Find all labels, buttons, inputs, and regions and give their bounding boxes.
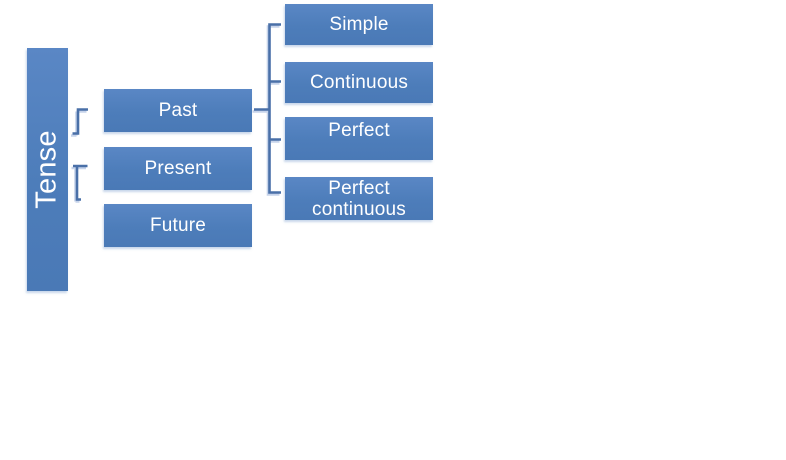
node-label: Tense [31,130,64,209]
node-perfect: Perfect [285,117,433,160]
node-future: Future [104,204,252,247]
node-simple: Simple [285,4,433,45]
connector-shadow [71,110,87,137]
node-label: Continuous [309,72,409,93]
node-label: Present [144,158,212,179]
connector-past-branches [254,23,281,194]
node-label: Future [149,215,207,236]
connector-tense-past [72,108,88,135]
node-perfect-continuous: Perfect continuous [285,177,433,220]
node-present: Present [104,147,252,190]
connector-shadow [252,25,280,196]
node-label: Simple [329,14,389,35]
node-label: Perfect continuous [312,178,406,220]
node-continuous: Continuous [285,62,433,103]
node-label: Past [158,100,198,121]
connector-shadow [71,166,86,203]
node-tense: Tense [27,48,68,291]
connector-tense-present [73,164,88,201]
node-label: Perfect [328,120,390,141]
node-past: Past [104,89,252,132]
